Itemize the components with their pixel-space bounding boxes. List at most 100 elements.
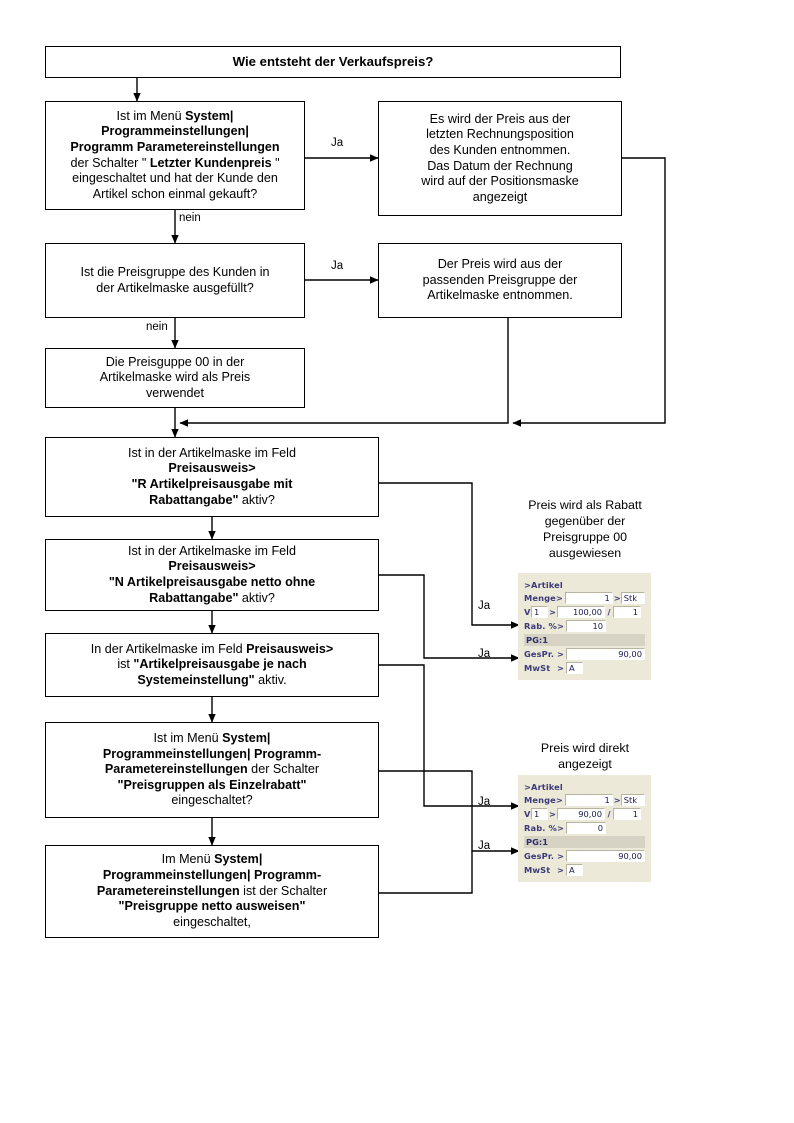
- mask-rabatt-preis-gt: >: [549, 607, 556, 617]
- a1-line3: des Kunden entnommen.: [429, 142, 571, 157]
- mask-rabatt-pg-bar: PG:1: [524, 634, 645, 646]
- a1-line5: wird auf der Positionsmaske: [421, 174, 579, 189]
- caption-rabatt-l1: Preis wird als Rabatt: [528, 498, 642, 512]
- a1-line6: angezeigt: [472, 189, 528, 204]
- mask-direkt-header-row: >Artikel: [524, 780, 645, 793]
- mask-rabatt-mwst-label: MwSt: [524, 663, 551, 673]
- mask-rabatt-rabatt-row: Rab. % > 10: [524, 619, 645, 633]
- a1-line1: Es wird der Preis aus der: [429, 111, 571, 126]
- mask-direkt-menge-field[interactable]: 1: [564, 794, 613, 806]
- mask-rabatt-menge-field[interactable]: 1: [564, 592, 613, 604]
- q5-line1: Ist in der Artikelmaske im Feld: [128, 543, 296, 558]
- mask-rabatt-faktor-field[interactable]: 1: [613, 606, 641, 618]
- q1-line1: Ist im Menü: [116, 108, 186, 123]
- mask-direkt-menge-row: Menge > 1 > Stk: [524, 793, 645, 807]
- q8-line3b: Parametereinstellungen: [96, 883, 240, 898]
- mask-direkt-gespr-gt: >: [557, 851, 564, 861]
- q7-line1b: System|: [222, 730, 271, 745]
- mask-direkt-slash: /: [607, 809, 611, 819]
- edge-label-nein-2: nein: [146, 321, 168, 333]
- mask-rabatt-menge-label: Menge: [524, 593, 556, 603]
- caption-rabatt-l2: gegenüber der: [544, 514, 626, 529]
- result-preisgruppe-00: Die Preisguppe 00 in der Artikelmaske wi…: [45, 348, 305, 408]
- q6-line3b: Systemeinstellung": [137, 672, 255, 687]
- q8-line1a: Im Menü: [161, 852, 215, 867]
- q8-line5: eingeschaltet,: [173, 914, 251, 929]
- q8-line4b: "Preisgruppe netto ausweisen": [118, 899, 306, 914]
- q4-line4c: aktiv?: [238, 492, 275, 507]
- decision-preisgruppe-netto-ausweisen: Im Menü System| Programmeinstellungen| P…: [45, 845, 379, 938]
- mask-rabatt-gespr-gt: >: [557, 649, 564, 659]
- q6-line3c: aktiv.: [254, 672, 287, 687]
- q1-line5: eingeschaltet und hat der Kunde den: [72, 171, 278, 186]
- q7-line3b: Parametereinstellungen: [104, 762, 248, 777]
- q6-line2a: ist: [117, 657, 134, 672]
- q4-line3: "R Artikelpreisausgabe mit: [131, 477, 293, 491]
- screen-mask-rabatt: >Artikel Menge > 1 > Stk V 1 > 100,00 / …: [518, 573, 651, 680]
- edge-q6-mask-direkt: [379, 664, 520, 810]
- edge-q8-mask-direkt: [379, 851, 473, 894]
- mask-direkt-gespr-label: GesPr.: [524, 851, 555, 861]
- q4-line1: Ist in der Artikelmaske im Feld: [128, 445, 296, 460]
- q7-line3c: der Schalter: [247, 762, 320, 777]
- n3-line1: Die Preisguppe 00 in der: [105, 354, 245, 369]
- q1-line4a: der Schalter ": [70, 155, 150, 170]
- q4-line4b: Rabattangabe": [149, 492, 239, 507]
- q8-line3c: ist der Schalter: [239, 883, 328, 898]
- result-letzte-rechnungsposition: Es wird der Preis aus der letzten Rechnu…: [378, 101, 622, 216]
- q7-line5: eingeschaltet?: [171, 793, 253, 808]
- mask-rabatt-rab-label: Rab. %: [524, 621, 557, 631]
- mask-rabatt-v-field[interactable]: 1: [531, 606, 548, 618]
- q1-line2: Programmeinstellungen|: [101, 124, 249, 139]
- mask-rabatt-preis-row: V 1 > 100,00 / 1: [524, 605, 645, 619]
- mask-direkt-gespr-field[interactable]: 90,00: [566, 850, 645, 862]
- caption-rabatt-l4: ausgewiesen: [548, 546, 622, 561]
- a2-line1: Der Preis wird aus der: [437, 257, 563, 272]
- decision-preisgruppen-einzelrabatt: Ist im Menü System| Programmeinstellunge…: [45, 722, 379, 818]
- mask-direkt-pg-bar: PG:1: [524, 836, 645, 848]
- mask-direkt-artikel-label: >Artikel: [524, 781, 563, 792]
- mask-direkt-gespr-row: GesPr. > 90,00: [524, 849, 645, 863]
- edge-label-ja-5: Ja: [478, 796, 491, 808]
- mask-direkt-rab-field[interactable]: 0: [566, 822, 606, 834]
- mask-direkt-einheit-field[interactable]: Stk: [620, 794, 645, 806]
- n3-line3: verwendet: [145, 385, 205, 400]
- state-preisausweis-systemeinstellung: In der Artikelmaske im Feld Preisausweis…: [45, 633, 379, 697]
- mask-direkt-preis-field[interactable]: 90,00: [557, 808, 605, 820]
- edge-label-ja-6: Ja: [478, 840, 491, 852]
- mask-rabatt-gespr-field[interactable]: 90,00: [566, 648, 645, 660]
- mask-rabatt-rab-field[interactable]: 10: [566, 620, 606, 632]
- edge-a2-bus: [179, 318, 509, 427]
- a2-line3: Artikelmaske entnommen.: [427, 288, 573, 303]
- caption-direkt-l1: Preis wird direkt: [540, 741, 630, 755]
- q1-line1-bold: System|: [185, 108, 234, 123]
- q6-line1b: Preisausweis>: [246, 641, 334, 656]
- q4-line2: Preisausweis>: [168, 461, 256, 476]
- mask-direkt-v-label: V: [524, 809, 531, 819]
- mask-direkt-menge-label: Menge: [524, 795, 556, 805]
- mask-direkt-v-field[interactable]: 1: [531, 808, 548, 820]
- mask-direkt-faktor-field[interactable]: 1: [613, 808, 641, 820]
- q1-line6: Artikel schon einmal gekauft?: [92, 186, 258, 201]
- flowchart-title-text: Wie entsteht der Verkaufspreis?: [232, 53, 434, 69]
- mask-rabatt-einheit-field[interactable]: Stk: [620, 592, 645, 604]
- mask-rabatt-preis-field[interactable]: 100,00: [557, 606, 605, 618]
- flowchart-title-box: Wie entsteht der Verkaufspreis?: [45, 46, 621, 78]
- edge-q4-mask-rabatt: [379, 482, 520, 629]
- mask-rabatt-artikel-label: >Artikel: [524, 579, 563, 590]
- q5-line3: "N Artikelpreisausgabe netto ohne: [108, 575, 316, 589]
- a1-line2: letzten Rechnungsposition: [426, 127, 574, 142]
- mask-rabatt-mwst-field[interactable]: A: [566, 662, 583, 674]
- mask-rabatt-mwst-row: MwSt > A: [524, 661, 645, 675]
- mask-direkt-preis-row: V 1 > 90,00 / 1: [524, 807, 645, 821]
- mask-direkt-menge-gt: >: [555, 795, 563, 805]
- q5-line2: Preisausweis>: [168, 559, 256, 574]
- caption-rabatt-l3: Preisgruppe 00: [542, 530, 628, 545]
- mask-rabatt-menge-gt: >: [555, 593, 563, 603]
- edge-label-nein-1: nein: [179, 212, 201, 224]
- mask-direkt-rabatt-row: Rab. % > 0: [524, 821, 645, 835]
- mask-rabatt-gespr-label: GesPr.: [524, 649, 555, 659]
- edge-label-ja-4: Ja: [478, 648, 491, 660]
- edge-label-ja-2: Ja: [331, 260, 344, 272]
- mask-direkt-mwst-field[interactable]: A: [566, 864, 583, 876]
